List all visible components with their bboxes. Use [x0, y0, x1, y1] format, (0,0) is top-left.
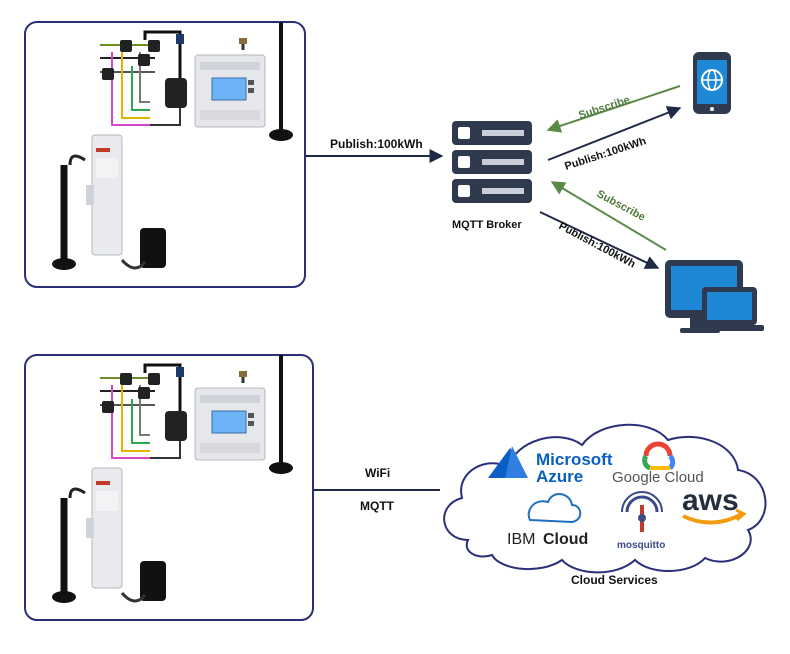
svg-text:aws: aws	[682, 484, 739, 517]
svg-text:Azure: Azure	[536, 467, 583, 486]
bottom-device-frame	[24, 354, 314, 621]
publish-label: Publish:100kWh	[330, 137, 423, 151]
publish-phone-arrow	[547, 106, 682, 161]
mqtt-label: MQTT	[360, 499, 395, 513]
svg-text:mosquitto: mosquitto	[617, 540, 665, 551]
svg-text:IBM: IBM	[507, 531, 535, 548]
cloud-caption: Cloud Services	[571, 573, 658, 587]
publish-pc-label: Publish:100kWh	[557, 220, 638, 271]
broker-label: MQTT Broker	[452, 219, 522, 231]
smartphone-icon	[693, 52, 731, 114]
ibm-cloud-logo: IBM Cloud	[507, 493, 588, 548]
server-icon	[452, 121, 532, 203]
publish-pc-arrow	[539, 211, 660, 269]
mosquitto-logo: mosquitto	[617, 491, 665, 551]
svg-text:Google Cloud: Google Cloud	[612, 469, 704, 486]
subscribe-pc-label: Subscribe	[595, 188, 648, 224]
publish-phone-label: Publish:100kWh	[563, 135, 648, 173]
subscribe-phone-arrow	[546, 85, 681, 133]
wifi-label: WiFi	[365, 466, 390, 480]
subscribe-phone-label: Subscribe	[577, 94, 631, 122]
svg-text:Cloud: Cloud	[543, 531, 588, 548]
subscribe-pc-arrow	[550, 181, 667, 251]
azure-logo: Microsoft Azure	[488, 446, 613, 486]
google-cloud-logo: Google Cloud	[612, 441, 704, 486]
computer-icon	[665, 260, 764, 333]
aws-logo: aws	[682, 484, 747, 525]
svg-text:Microsoft: Microsoft	[536, 450, 613, 469]
